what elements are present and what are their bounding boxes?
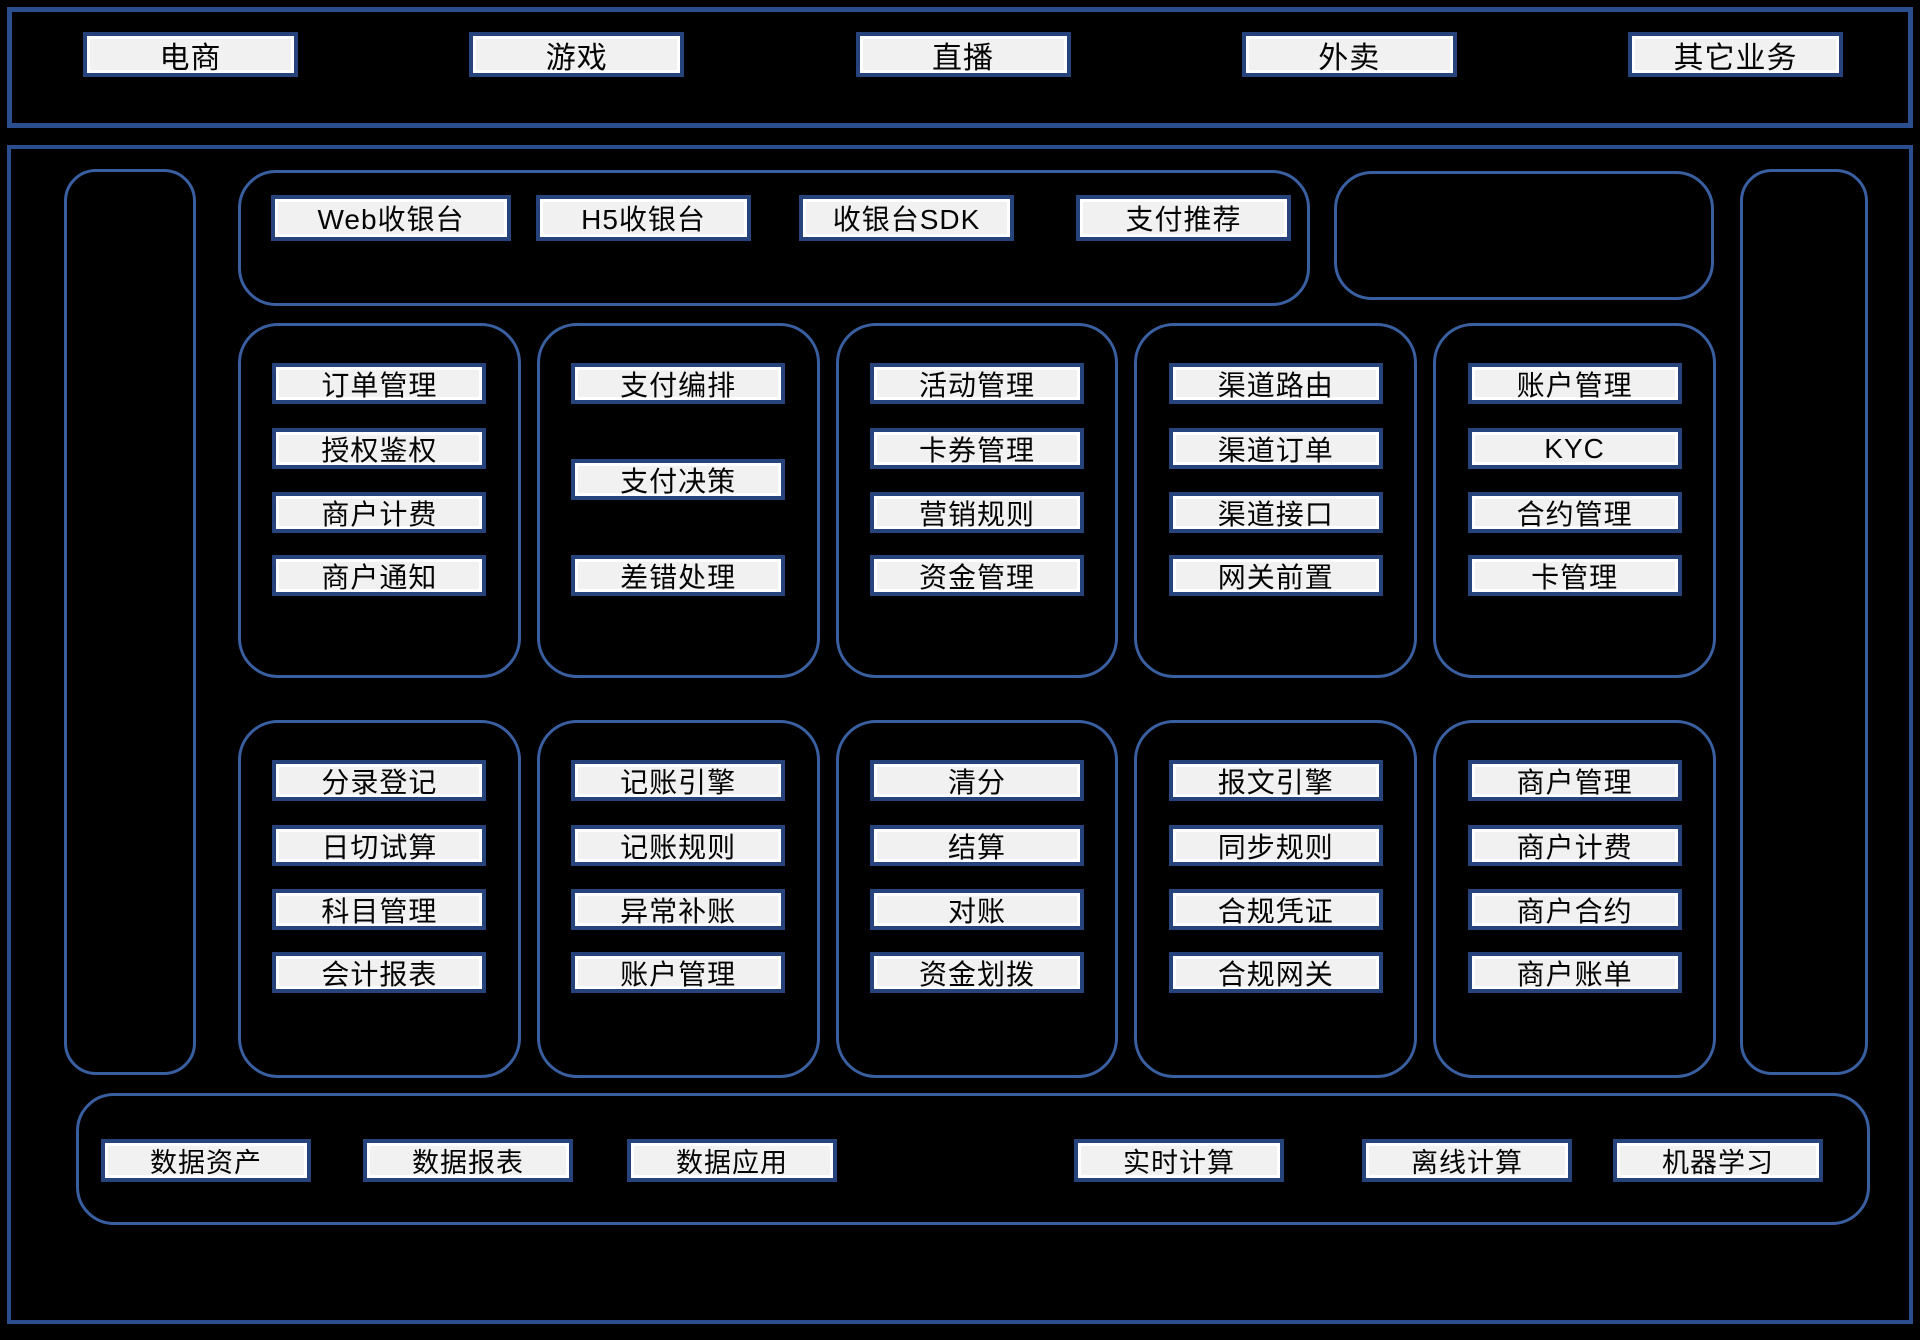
- module-error-handling: 差错处理: [571, 555, 786, 596]
- module-cashier-sdk: 收银台SDK: [799, 195, 1014, 241]
- module-merchant-contract: 商户合约: [1467, 889, 1682, 930]
- module-kyc: KYC: [1467, 428, 1682, 469]
- module-settlement: 结算: [869, 825, 1084, 866]
- module-account-management-2: 账户管理: [571, 952, 786, 993]
- column-payment-core: 支付编排 支付决策 差错处理: [536, 323, 820, 678]
- module-account-management: 账户管理: [1467, 363, 1682, 404]
- module-data-report: 数据报表: [363, 1139, 573, 1182]
- module-machine-learning: 机器学习: [1613, 1139, 1823, 1182]
- business-box-other: 其它业务: [1628, 32, 1843, 77]
- module-h5-cashier: H5收银台: [536, 195, 751, 241]
- module-pay-recommend: 支付推荐: [1076, 195, 1291, 241]
- business-layer-band: 电商 游戏 直播 外卖 其它业务: [7, 7, 1913, 128]
- module-data-asset: 数据资产: [101, 1139, 311, 1182]
- column-account: 账户管理 KYC 合约管理 卡管理: [1433, 323, 1716, 678]
- module-subject-management: 科目管理: [272, 889, 487, 930]
- module-row-1: 订单管理 授权鉴权 商户计费 商户通知 支付编排 支付决策 差错处理 活动管理 …: [238, 323, 1716, 678]
- column-compliance: 报文引擎 同步规则 合规凭证 合规网关: [1134, 720, 1418, 1078]
- module-merchant-billing-2: 商户计费: [1467, 825, 1682, 866]
- module-bookkeeping-engine: 记账引擎: [571, 760, 786, 801]
- module-web-cashier: Web收银台: [271, 195, 511, 241]
- module-contract-management: 合约管理: [1467, 492, 1682, 533]
- module-fund-management: 资金管理: [869, 555, 1084, 596]
- business-box-food-delivery: 外卖: [1241, 32, 1457, 77]
- module-channel-interface: 渠道接口: [1168, 492, 1383, 533]
- business-box-ecommerce: 电商: [83, 32, 298, 77]
- module-gateway-front: 网关前置: [1168, 555, 1383, 596]
- module-coupon-management: 卡券管理: [869, 428, 1084, 469]
- module-channel-order: 渠道订单: [1168, 428, 1383, 469]
- column-channel: 渠道路由 渠道订单 渠道接口 网关前置: [1134, 323, 1418, 678]
- module-exception-adjustment: 异常补账: [571, 889, 786, 930]
- column-clearing: 清分 结算 对账 资金划拨: [835, 720, 1119, 1078]
- module-day-cut-trial: 日切试算: [272, 825, 487, 866]
- data-layer-bar: 数据资产 数据报表 数据应用 实时计算 离线计算 机器学习: [76, 1093, 1870, 1225]
- business-box-gaming: 游戏: [469, 32, 685, 77]
- module-message-engine: 报文引擎: [1168, 760, 1383, 801]
- module-merchant-management: 商户管理: [1467, 760, 1682, 801]
- module-campaign-management: 活动管理: [869, 363, 1084, 404]
- module-merchant-bill: 商户账单: [1467, 952, 1682, 993]
- module-compliance-gateway: 合规网关: [1168, 952, 1383, 993]
- module-clearing: 清分: [869, 760, 1084, 801]
- module-reconciliation: 对账: [869, 889, 1084, 930]
- left-rail: [64, 169, 196, 1075]
- module-channel-routing: 渠道路由: [1168, 363, 1383, 404]
- column-marketing: 活动管理 卡券管理 营销规则 资金管理: [835, 323, 1119, 678]
- module-fund-transfer: 资金划拨: [869, 952, 1084, 993]
- module-accounting-report: 会计报表: [272, 952, 487, 993]
- empty-container: [1334, 171, 1714, 300]
- module-entry-registration: 分录登记: [272, 760, 487, 801]
- module-sync-rules: 同步规则: [1168, 825, 1383, 866]
- checkout-container: Web收银台 H5收银台 收银台SDK 支付推荐: [238, 170, 1310, 306]
- module-card-management: 卡管理: [1467, 555, 1682, 596]
- module-compliance-voucher: 合规凭证: [1168, 889, 1383, 930]
- column-merchant: 商户管理 商户计费 商户合约 商户账单: [1433, 720, 1716, 1078]
- right-rail: [1740, 169, 1868, 1075]
- module-payment-decision: 支付决策: [571, 459, 786, 500]
- column-order-core: 订单管理 授权鉴权 商户计费 商户通知: [238, 323, 521, 678]
- column-bookkeeping: 记账引擎 记账规则 异常补账 账户管理: [536, 720, 820, 1078]
- column-ledger: 分录登记 日切试算 科目管理 会计报表: [238, 720, 521, 1078]
- module-order-management: 订单管理: [272, 363, 487, 404]
- module-merchant-notify: 商户通知: [272, 555, 487, 596]
- module-marketing-rules: 营销规则: [869, 492, 1084, 533]
- module-row-2: 分录登记 日切试算 科目管理 会计报表 记账引擎 记账规则 异常补账 账户管理 …: [238, 720, 1716, 1078]
- platform-band: Web收银台 H5收银台 收银台SDK 支付推荐 订单管理 授权鉴权 商户计费 …: [7, 145, 1913, 1324]
- module-payment-orchestration: 支付编排: [571, 363, 786, 404]
- module-merchant-billing: 商户计费: [272, 492, 487, 533]
- module-offline-compute: 离线计算: [1362, 1139, 1572, 1182]
- module-realtime-compute: 实时计算: [1074, 1139, 1284, 1182]
- module-bookkeeping-rules: 记账规则: [571, 825, 786, 866]
- module-data-app: 数据应用: [627, 1139, 837, 1182]
- module-auth: 授权鉴权: [272, 428, 487, 469]
- business-box-livestream: 直播: [855, 32, 1071, 77]
